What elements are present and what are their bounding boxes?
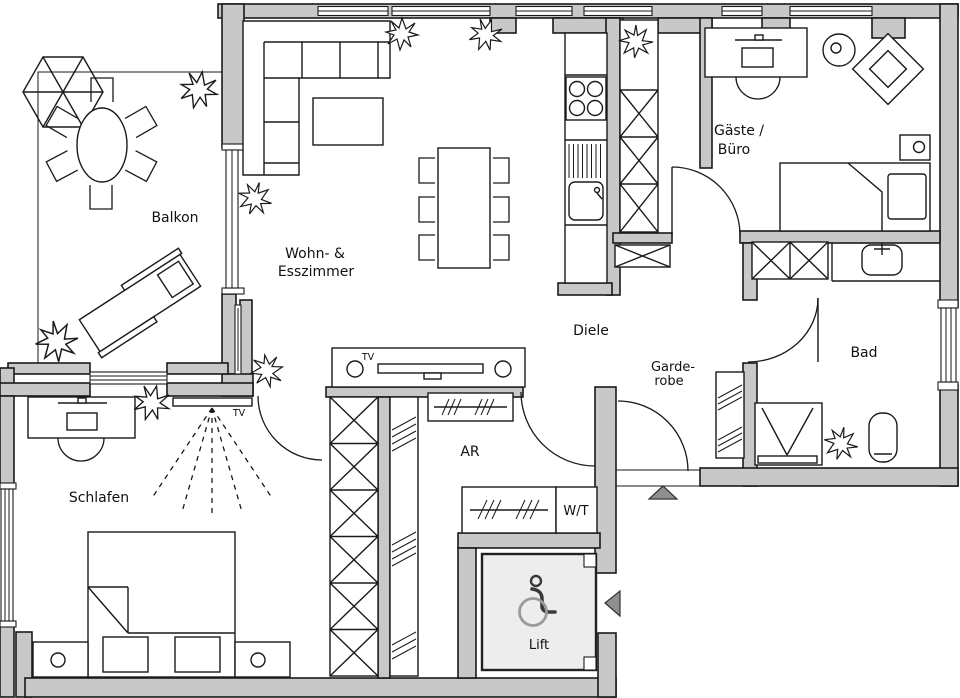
tv-label-bedroom: TV	[232, 408, 246, 419]
kitchen	[564, 19, 671, 284]
speaker-icon	[494, 360, 512, 378]
window-top-row	[317, 5, 873, 17]
tv-sideboard: TV	[331, 347, 526, 388]
laundry-shelf	[461, 486, 557, 534]
garderobe-mirror	[715, 371, 745, 459]
washer-dryer: W/T	[555, 486, 598, 534]
coffee-table	[312, 97, 384, 146]
room-label-gaeste-2: Büro	[718, 142, 751, 158]
plant-icon	[232, 176, 278, 222]
office-chair	[735, 76, 781, 100]
balcony-railing	[37, 71, 222, 363]
tv-label-living: TV	[361, 352, 375, 363]
guest-office-room: Gäste / Büro	[704, 27, 931, 232]
wt-label: W/T	[563, 504, 588, 519]
entrance-door	[616, 400, 700, 500]
room-label-ar: AR	[460, 444, 480, 460]
lift-entry-arrow-icon	[604, 589, 621, 618]
nightstand-right	[234, 641, 291, 678]
room-label-garderobe-1: Garde-	[651, 360, 695, 375]
sink-icon	[568, 144, 604, 221]
window-bedroom-west	[0, 482, 17, 628]
bedroom-bed	[87, 531, 236, 678]
door-arc-bedroom	[257, 395, 323, 461]
balcony: Balkon	[22, 56, 222, 363]
plant-icon	[817, 420, 865, 468]
keyboard	[741, 47, 774, 68]
walls	[0, 3, 959, 698]
desk-bedroom	[27, 396, 136, 462]
room-label-gaeste-1: Gäste /	[714, 123, 764, 139]
nightstand-left	[32, 641, 89, 678]
door-arc-bathroom	[747, 297, 819, 363]
pillow	[174, 636, 221, 673]
guest-bed	[779, 162, 931, 232]
bad-wardrobe	[751, 241, 829, 280]
dining-chairs	[418, 157, 510, 261]
living-dining-room: TV Wohn- & Esszimmer	[242, 20, 526, 388]
sofa	[242, 20, 391, 176]
lounge-chair	[851, 32, 925, 106]
room-label-bad: Bad	[850, 345, 877, 361]
balcony-table	[76, 107, 128, 183]
bathroom: Bad	[751, 241, 940, 466]
plant-icon	[176, 67, 222, 113]
room-label-schlafen: Schlafen	[69, 490, 129, 506]
room-label-balkon: Balkon	[151, 210, 198, 226]
bedroom-wardrobe	[329, 396, 379, 677]
wheelchair-icon	[518, 574, 557, 627]
shower-icon	[754, 402, 823, 466]
room-label-garderobe-2: robe	[654, 374, 683, 389]
ar-mirror-strip	[389, 396, 419, 677]
entry-arrow-icon	[647, 485, 679, 500]
toilet-icon	[868, 412, 898, 463]
speaker-icon	[346, 360, 364, 378]
window-bedroom-balcony	[89, 371, 168, 385]
desk-chair	[57, 437, 105, 462]
window-living-west	[221, 143, 245, 295]
guest-nightstand	[899, 134, 931, 161]
room-label-wohnzimmer-2: Esszimmer	[278, 264, 355, 280]
plant-icon	[385, 17, 419, 51]
storage-room: AR W/T	[389, 392, 598, 677]
washbasin-icon	[831, 243, 940, 282]
lift-car	[480, 552, 598, 672]
kitchen-low-cabinet	[614, 244, 671, 268]
room-label-wohnzimmer-1: Wohn- &	[285, 246, 345, 262]
balcony-door-glazing	[234, 304, 242, 375]
dining-table	[437, 147, 491, 269]
pillow	[887, 173, 927, 220]
keyboard	[66, 412, 98, 431]
lift: Lift	[480, 552, 621, 672]
stool-icon	[822, 33, 856, 67]
door-arc-storage	[520, 391, 596, 467]
bedroom: TV Schlafen	[27, 396, 379, 678]
stove-icon	[565, 76, 607, 121]
dining-set	[418, 147, 510, 269]
door-arc-guest-room	[671, 166, 741, 236]
hallway: Diele Garde- robe	[573, 323, 745, 459]
tv-screen	[377, 363, 484, 374]
wall-tv: TV	[151, 397, 273, 517]
windows	[0, 5, 959, 628]
ar-shelf	[427, 392, 514, 422]
room-label-diele: Diele	[573, 323, 609, 339]
desk-office	[704, 27, 808, 100]
lift-label: Lift	[529, 638, 549, 653]
pillow	[102, 636, 149, 673]
sun-lounger	[78, 247, 202, 359]
window-bad-east	[937, 299, 959, 391]
doors	[257, 166, 819, 500]
kitchen-tall-cabinet	[619, 19, 659, 233]
tv-viewing-rays	[151, 407, 273, 517]
